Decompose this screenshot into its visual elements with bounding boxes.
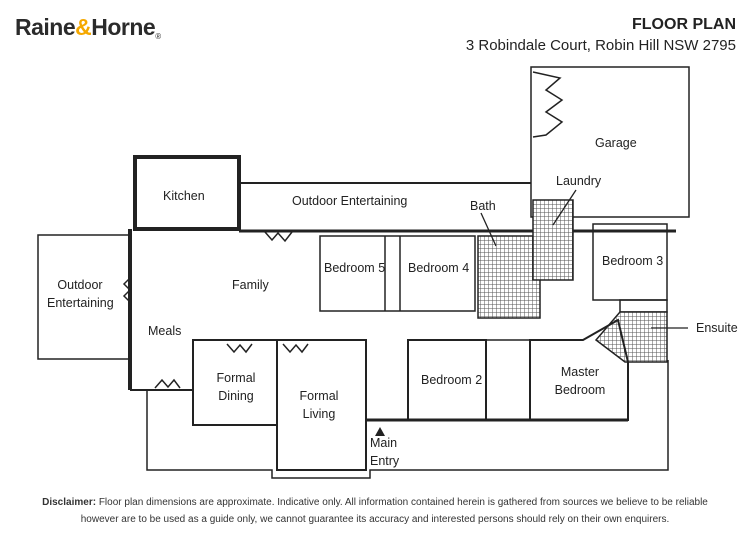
- room-label-ensuite: Ensuite: [696, 321, 738, 335]
- property-address: 3 Robindale Court, Robin Hill NSW 2795: [465, 37, 736, 54]
- page-title: FLOOR PLAN: [632, 16, 736, 33]
- room-label-formal-living: Formal Living: [296, 387, 342, 423]
- room-label-master-bedroom: Master Bedroom: [552, 363, 608, 399]
- room-label-bedroom-3: Bedroom 3: [602, 254, 664, 268]
- disclaimer-line-2: however are to be used as a guide only, …: [80, 514, 670, 525]
- room-label-laundry: Laundry: [556, 174, 602, 188]
- room-label-main-entry: Main Entry: [370, 434, 406, 470]
- room-label-line: Living: [302, 407, 336, 421]
- room-label-line: Bedroom: [554, 383, 606, 397]
- registered-mark: ®: [155, 32, 161, 41]
- room-label-line: Main: [370, 436, 398, 450]
- room-label-line: Formal: [216, 371, 256, 385]
- room-label-bedroom-5: Bedroom 5: [324, 261, 386, 275]
- disclaimer: Disclaimer: Floor plan dimensions are ap…: [0, 494, 750, 528]
- brand-ampersand: &: [75, 14, 92, 40]
- brand-logo: Raine&Horne®: [15, 14, 161, 41]
- disclaimer-text-1: Floor plan dimensions are approximate. I…: [98, 497, 708, 508]
- room-label-line: Master: [560, 365, 600, 379]
- room-label-family: Family: [232, 278, 269, 292]
- room-label-bath: Bath: [470, 199, 496, 213]
- room-label-line: Outdoor: [57, 278, 103, 292]
- room-label-bedroom-2: Bedroom 2: [421, 373, 483, 387]
- room-label-formal-dining: Formal Dining: [213, 369, 259, 405]
- disclaimer-label: Disclaimer:: [42, 497, 97, 508]
- room-label-kitchen: Kitchen: [163, 189, 205, 203]
- brand-name-part1: Raine: [15, 14, 76, 40]
- room-label-line: Entry: [370, 454, 400, 468]
- room-label-outdoor-entertaining-top: Outdoor Entertaining: [292, 194, 408, 208]
- room-label-outdoor-entertaining-left: Outdoor Entertaining: [47, 276, 114, 312]
- garage-outline: [530, 66, 690, 218]
- disclaimer-line-1: Disclaimer: Floor plan dimensions are ap…: [0, 494, 750, 511]
- room-label-line: Entertaining: [47, 296, 114, 310]
- room-label-line: Formal: [299, 389, 339, 403]
- room-label-meals: Meals: [148, 324, 182, 338]
- laundry-leader-line: [552, 189, 577, 226]
- entry-arrow-icon: [375, 427, 385, 436]
- bath-leader-line: [480, 212, 497, 247]
- room-label-garage: Garage: [595, 136, 637, 150]
- brand-name-part2: Horne: [91, 14, 156, 40]
- room-label-bedroom-4: Bedroom 4: [408, 261, 470, 275]
- room-label-line: Dining: [218, 389, 254, 403]
